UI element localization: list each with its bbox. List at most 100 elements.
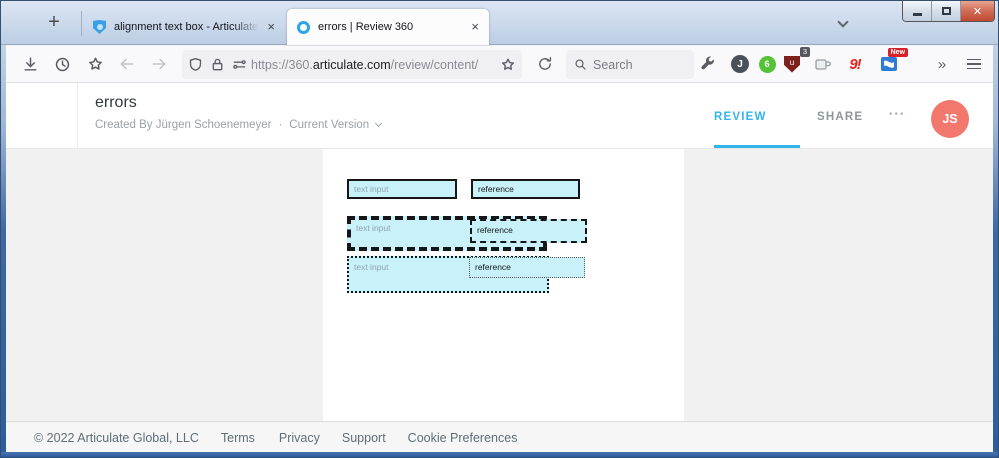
permissions-icon xyxy=(232,57,247,72)
titlebar: + alignment text box - Articulate S × er… xyxy=(1,1,998,45)
blue-flag-icon xyxy=(881,57,897,71)
downloads-button[interactable] xyxy=(15,49,45,79)
back-arrow-icon xyxy=(118,55,136,73)
new-extension-button[interactable]: New xyxy=(876,51,902,77)
slide-textbox-dotted-reference: reference xyxy=(469,257,585,278)
wrench-icon xyxy=(700,56,716,72)
forward-button[interactable] xyxy=(144,49,174,79)
script-toggle-extension-button[interactable]: 6 xyxy=(754,51,780,77)
window-border-bottom xyxy=(1,452,998,457)
bookmark-star-icon xyxy=(87,56,104,73)
window-controls: ✕ xyxy=(902,1,995,22)
minimize-button[interactable] xyxy=(903,1,932,21)
mug-extension-button[interactable] xyxy=(810,51,836,77)
search-input[interactable] xyxy=(593,58,677,72)
tracking-protection-shield-icon xyxy=(188,57,203,72)
bookmark-page-star-icon[interactable] xyxy=(500,57,516,73)
chevron-down-icon[interactable] xyxy=(375,120,382,127)
red-9-icon: 9! xyxy=(849,56,860,73)
textbox-label: reference xyxy=(477,225,513,235)
page-title: errors xyxy=(95,94,137,112)
search-bar[interactable] xyxy=(566,50,694,79)
version-dropdown[interactable]: Current Version xyxy=(289,119,369,131)
app-menu-button[interactable] xyxy=(961,51,987,77)
footer: © 2022 Articulate Global, LLC Terms Priv… xyxy=(2,421,999,454)
dot-separator: · xyxy=(278,119,282,131)
created-by-text: Created By Jürgen Schoenemeyer xyxy=(95,119,271,131)
document-subtitle: Created By Jürgen Schoenemeyer · Current… xyxy=(95,119,381,131)
account-j-icon: J xyxy=(731,55,749,73)
textbox-label: reference xyxy=(475,262,511,272)
footer-link-privacy[interactable]: Privacy xyxy=(279,431,320,445)
new-tab-button[interactable]: + xyxy=(41,11,67,35)
minimize-icon xyxy=(913,13,922,16)
url-domain: articulate.com xyxy=(313,58,391,72)
ublock-extension-button[interactable]: u 3 xyxy=(779,51,805,77)
footer-link-cookie-preferences[interactable]: Cookie Preferences xyxy=(408,431,518,445)
header-divider xyxy=(77,83,78,149)
download-icon xyxy=(22,56,39,73)
tab-review[interactable]: REVIEW xyxy=(714,111,767,123)
slide-textbox-solid-input: text input xyxy=(347,179,457,199)
red-extension-button[interactable]: 9! xyxy=(842,51,868,77)
close-button[interactable]: ✕ xyxy=(961,1,994,21)
list-all-tabs-button[interactable] xyxy=(839,18,851,28)
overflow-menu-button[interactable]: » xyxy=(929,51,955,77)
tab-errors-review360[interactable]: errors | Review 360 × xyxy=(287,9,489,45)
url-prefix: https://360. xyxy=(251,58,313,72)
forward-arrow-icon xyxy=(150,55,168,73)
copyright-text: © 2022 Articulate Global, LLC xyxy=(34,431,199,445)
footer-link-support[interactable]: Support xyxy=(342,431,386,445)
new-badge: New xyxy=(888,48,908,57)
slide-textbox-solid-reference: reference xyxy=(471,179,580,199)
url-bar[interactable]: https://360.articulate.com/review/conten… xyxy=(182,50,522,79)
ring-favicon-icon xyxy=(297,21,310,34)
back-button[interactable] xyxy=(112,49,142,79)
history-button[interactable] xyxy=(47,49,77,79)
url-text: https://360.articulate.com/review/conten… xyxy=(251,58,500,72)
textbox-label: text input xyxy=(356,223,391,233)
tab-close-icon[interactable]: × xyxy=(471,21,479,33)
search-icon xyxy=(574,58,587,71)
tab-share[interactable]: SHARE xyxy=(817,111,863,123)
maximize-icon xyxy=(942,7,951,15)
footer-link-terms[interactable]: Terms xyxy=(221,431,255,445)
slide-canvas: text input reference text input referenc… xyxy=(323,149,684,421)
content-area: text input reference text input referenc… xyxy=(2,149,999,421)
ublock-badge: 3 xyxy=(800,47,810,57)
bookmarks-button[interactable] xyxy=(80,49,110,79)
window-border-right xyxy=(993,45,998,457)
more-options-button[interactable]: ••• xyxy=(889,109,906,120)
textbox-label: reference xyxy=(478,184,514,194)
window-border-left xyxy=(1,45,6,457)
reload-icon xyxy=(537,56,553,72)
textbox-label: text input xyxy=(354,184,389,194)
clock-icon xyxy=(54,56,71,73)
textbox-label: text input xyxy=(354,262,389,272)
account-extension-button[interactable]: J xyxy=(727,51,753,77)
developer-tools-button[interactable] xyxy=(695,51,721,77)
tabstrip-divider xyxy=(81,11,82,36)
shield-favicon-icon xyxy=(93,20,106,34)
maximize-button[interactable] xyxy=(932,1,961,21)
tab-title: alignment text box - Articulate S xyxy=(114,21,259,33)
hamburger-icon xyxy=(967,59,981,70)
green-toggle-icon: 6 xyxy=(759,56,776,73)
url-path: /review/content/ xyxy=(391,58,479,72)
avatar[interactable]: JS xyxy=(931,100,969,138)
reload-button[interactable] xyxy=(530,49,560,79)
slide-textbox-dashed-reference: reference xyxy=(470,219,587,243)
tab-alignment-text-box[interactable]: alignment text box - Articulate S × xyxy=(83,9,285,45)
tab-close-icon[interactable]: × xyxy=(267,21,275,33)
active-tab-indicator xyxy=(714,145,800,148)
tab-title: errors | Review 360 xyxy=(318,21,463,33)
double-chevron-icon: » xyxy=(938,56,946,73)
lock-icon xyxy=(210,57,225,72)
ublock-shield-icon: u xyxy=(784,56,800,73)
mug-icon xyxy=(814,56,832,72)
close-icon: ✕ xyxy=(973,5,982,18)
navigation-toolbar: https://360.articulate.com/review/conten… xyxy=(2,46,999,83)
chevron-down-icon xyxy=(837,16,848,27)
review360-header: errors Created By Jürgen Schoenemeyer · … xyxy=(2,83,999,149)
